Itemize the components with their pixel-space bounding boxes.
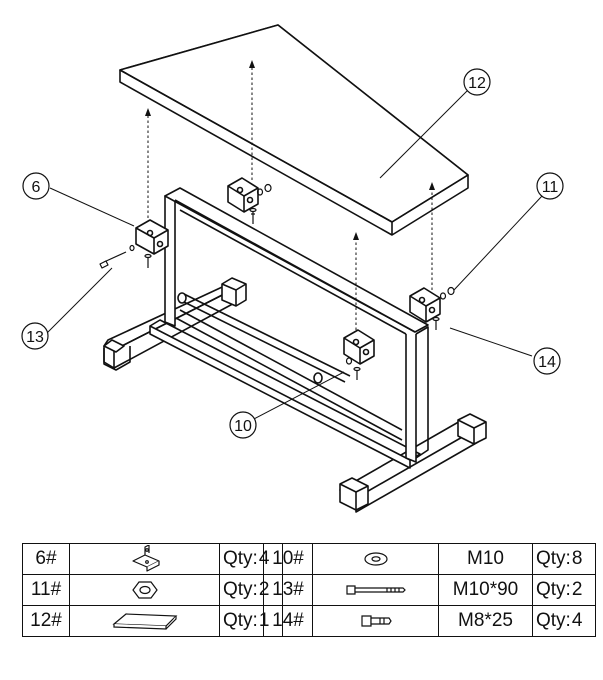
part-number: 12#: [22, 605, 70, 637]
table-row: 6# Qty:4: [22, 543, 283, 575]
part-number: 10#: [263, 543, 313, 575]
washer-icon: [312, 543, 439, 575]
long-bolt-icon: [312, 574, 439, 606]
bracket-front-left: [343, 329, 375, 365]
l-bracket-icon: [69, 543, 220, 575]
short-bolt-icon: [312, 605, 439, 637]
seat-pad-icon: [69, 605, 220, 637]
upright-frame: [164, 187, 429, 463]
lower-stretcher: [149, 319, 421, 469]
callout-11: 11: [542, 179, 559, 196]
callout-leaders: [45, 87, 543, 421]
table-row: 11# Qty:2: [22, 574, 283, 606]
fasteners: [99, 183, 455, 380]
table-row: 13# M10*90 Qty:2: [263, 574, 596, 606]
seat-pad: [119, 24, 469, 236]
callout-13: 13: [26, 329, 44, 346]
callout-10: 10: [234, 418, 252, 435]
table-row: 10# M10 Qty:8: [263, 543, 596, 575]
quantity: Qty:2: [532, 574, 596, 606]
hex-nut-icon: [69, 574, 220, 606]
stretcher-rod: [177, 292, 351, 384]
callout-14: 14: [538, 354, 556, 371]
part-number: 14#: [263, 605, 313, 637]
part-spec: M10: [438, 543, 533, 575]
part-spec: M8*25: [438, 605, 533, 637]
callout-12: 12: [468, 75, 486, 92]
part-number: 13#: [263, 574, 313, 606]
bracket-front-right: [409, 287, 441, 323]
parts-table-left: 6# Qty:4 11# Qty:2 12# Qty:1: [22, 543, 283, 637]
callout-6: 6: [32, 179, 41, 196]
assembly-guide-arrows: [147, 66, 433, 330]
part-number: 11#: [22, 574, 70, 606]
table-row: 12# Qty:1: [22, 605, 283, 637]
bracket-rear-right: [227, 177, 259, 213]
part-number: 6#: [22, 543, 70, 575]
quantity: Qty:8: [532, 543, 596, 575]
table-row: 14# M8*25 Qty:4: [263, 605, 596, 637]
bench-assembly-diagram: 12 6 11 13 14 10: [21, 24, 564, 513]
parts-table-right: 10# M10 Qty:8 13# M10*90 Qty:2 14# M8*25…: [263, 543, 596, 637]
part-spec: M10*90: [438, 574, 533, 606]
bracket-rear-left: [135, 219, 169, 255]
callout-circles: [21, 68, 564, 439]
quantity: Qty:4: [532, 605, 596, 637]
guide-arrowheads: [145, 60, 435, 240]
